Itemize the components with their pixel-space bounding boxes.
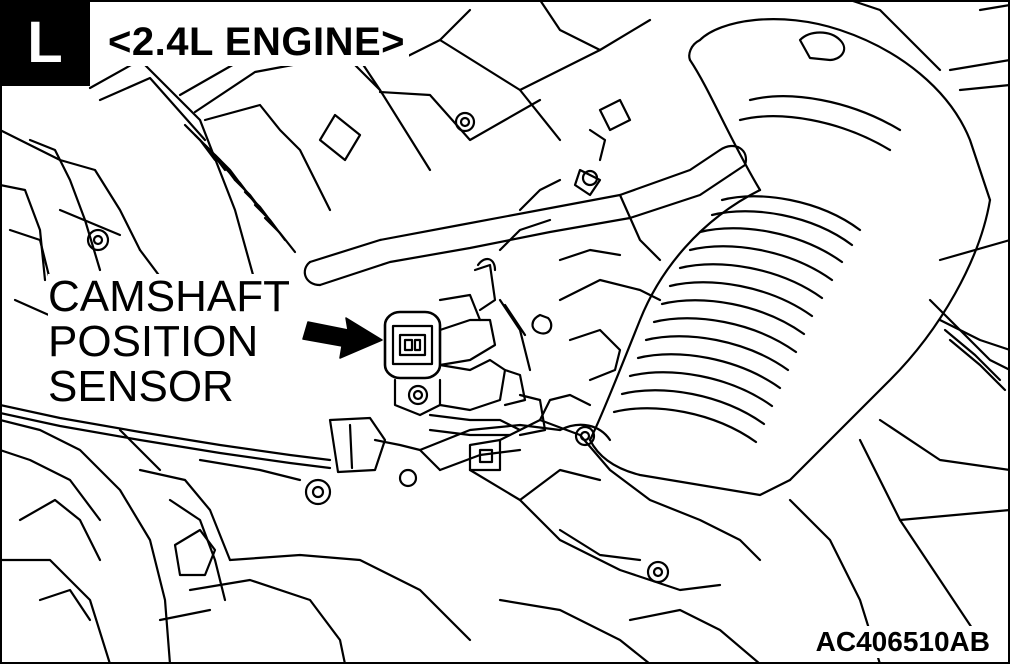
component-label: CAMSHAFT POSITION SENSOR: [48, 274, 294, 409]
valve-cover: [88, 0, 652, 342]
section-letter: L: [27, 10, 63, 75]
engine-title: <2.4L ENGINE>: [104, 18, 410, 66]
camshaft-sensor-assembly: [383, 218, 662, 437]
upper-hose: [303, 98, 748, 287]
label-line-2: POSITION: [48, 319, 263, 364]
figure-code: AC406510AB: [813, 626, 992, 658]
air-flow-sensor: [468, 393, 762, 664]
lower-engine-block: [0, 418, 472, 664]
label-line-3: SENSOR: [48, 364, 238, 409]
callout-arrow: [302, 317, 383, 359]
label-line-1: CAMSHAFT: [48, 274, 294, 319]
air-intake-hose: [558, 17, 992, 497]
section-badge: L: [0, 0, 90, 86]
wire-harness: [0, 403, 562, 488]
left-bracket: [0, 128, 172, 332]
